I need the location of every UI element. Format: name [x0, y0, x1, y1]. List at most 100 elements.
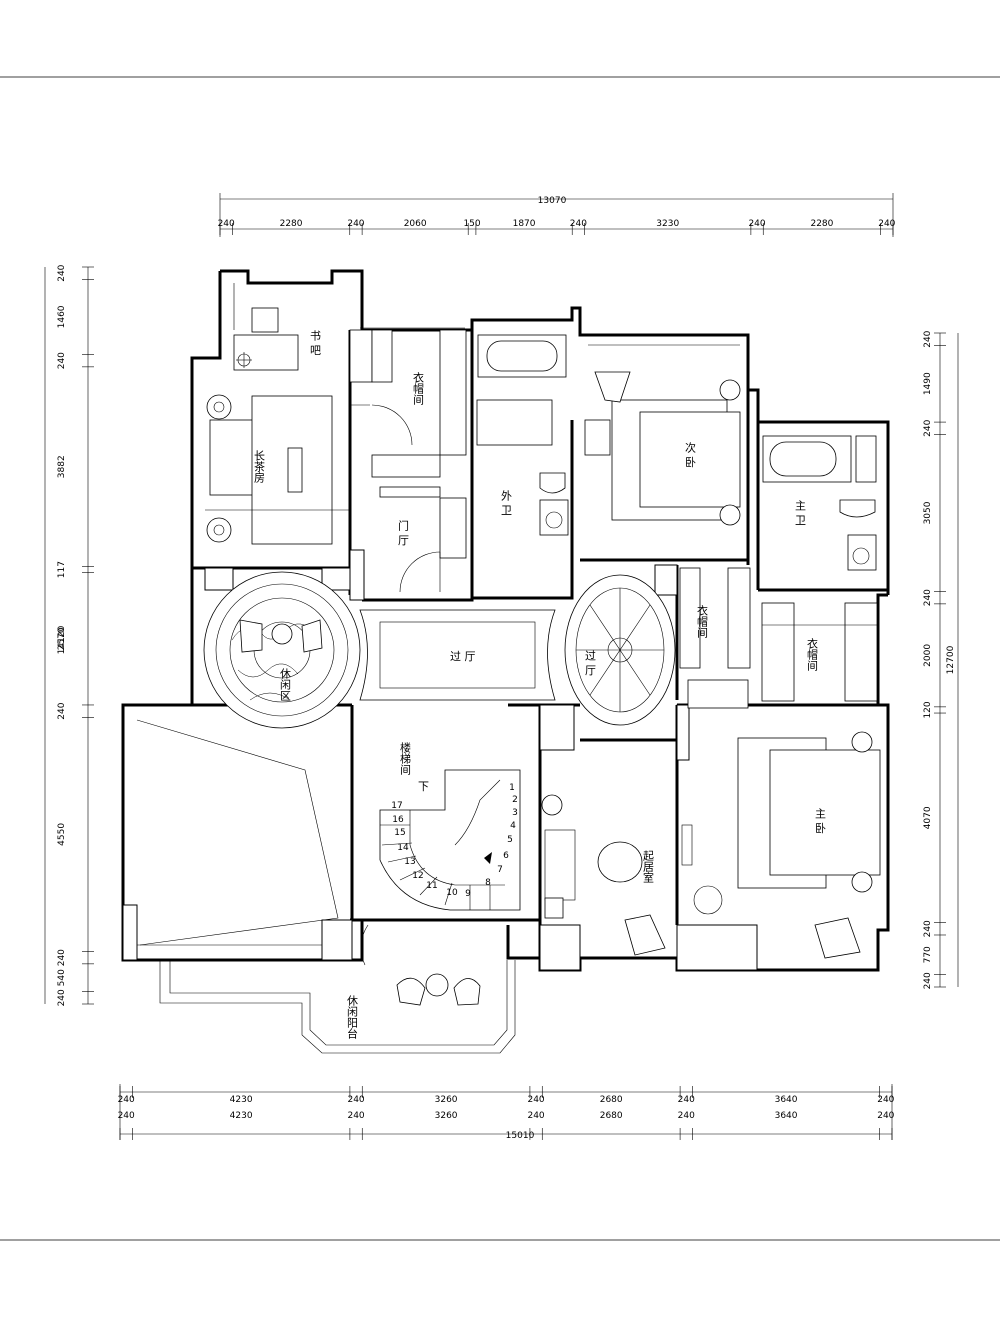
bottom-lower-dimension-8: 240: [877, 1111, 894, 1121]
stair-down-label: 下: [418, 780, 429, 793]
left-dimension-8: 240: [57, 949, 67, 966]
top-dimension-6: 240: [570, 219, 587, 229]
master-bedroom-label: 主 卧: [814, 808, 827, 834]
top-dimension-3: 2060: [404, 219, 427, 229]
closet-1: 衣帽间: [349, 327, 467, 559]
foyer-label: 门 厅: [397, 519, 410, 546]
bottom-lower-dimension-7: 3640: [775, 1111, 798, 1121]
stair-step-number: 10: [446, 888, 458, 898]
stair-step-number: 3: [512, 808, 518, 818]
right-dimension-1: 1490: [923, 372, 933, 395]
guest-bath-room: 外 卫: [476, 334, 569, 536]
bottom-dimension-3: 3260: [435, 1095, 458, 1105]
stair-step-number: 4: [510, 821, 516, 831]
right-dimension-4: 240: [923, 589, 933, 606]
bottom-lower-dimension-1: 4230: [230, 1111, 253, 1121]
second-bedroom: 次 卧: [584, 344, 741, 526]
master-bath-label: 主 卫: [794, 500, 807, 526]
second-bedroom-label: 次 卧: [684, 441, 697, 468]
right-dimension-0: 240: [923, 330, 933, 347]
top-dimension-2: 240: [347, 219, 364, 229]
bottom-lower-dimension-6: 240: [678, 1111, 695, 1121]
lounge-area: 休闲区: [203, 571, 361, 729]
top-total-dimension: 13070: [538, 196, 567, 206]
left-dimension-5: 2570: [57, 627, 67, 650]
left-dimension-9: 540: [57, 969, 67, 986]
left-dimension-7: 4550: [57, 823, 67, 846]
top-dimension-8: 240: [748, 219, 765, 229]
top-dimension-4: 150: [463, 219, 480, 229]
wall-columns: [122, 549, 758, 971]
bottom-dimension-2: 240: [347, 1095, 364, 1105]
bottom-dimension-0: 240: [118, 1095, 135, 1105]
bottom-dimension-6: 240: [678, 1095, 695, 1105]
stair-step-number: 1: [509, 783, 515, 793]
guest-bath-label: 外 卫: [500, 490, 513, 516]
closet-1-label: 衣帽间: [412, 371, 425, 406]
right-dimension-3: 3050: [923, 501, 933, 524]
top-dimension-1: 2280: [280, 219, 303, 229]
top-dimension-chain: 13070 240 2280 240 2060 150 1870 240 3230 240 228…: [218, 193, 896, 237]
closet-2-label: 衣帽间: [696, 604, 709, 639]
right-dimension-5: 2000: [923, 644, 933, 667]
living-room-label: 起居室: [642, 850, 655, 883]
bottom-lower-dimension-3: 3260: [435, 1111, 458, 1121]
top-dimension-7: 3230: [656, 219, 679, 229]
stair-step-number: 16: [392, 815, 404, 825]
bottom-lower-dimension-0: 240: [118, 1111, 135, 1121]
left-dimension-3: 3882: [57, 455, 67, 478]
right-dimension-6: 120: [923, 701, 933, 718]
bottom-lower-dimension-2: 240: [347, 1111, 364, 1121]
stair-step-number: 17: [391, 801, 402, 811]
top-dimension-10: 240: [878, 219, 895, 229]
bottom-dimension-5: 2680: [600, 1095, 623, 1105]
stair-step-number: 11: [426, 881, 437, 891]
lounge-area-label: 休闲区: [279, 668, 292, 701]
left-dimension-6: 240: [57, 702, 67, 719]
left-dimension-1: 1460: [57, 305, 67, 328]
bottom-lower-dimension-4: 240: [527, 1111, 544, 1121]
stair-step-number: 6: [503, 851, 509, 861]
stair-step-number: 2: [512, 795, 518, 805]
stair-step-number: 9: [465, 889, 471, 899]
staircase-label: 楼梯间: [399, 741, 412, 776]
left-dimension-0: 240: [57, 264, 67, 281]
balcony-label: 休闲阳台: [346, 995, 359, 1039]
main-hall-label: 过 厅: [450, 650, 476, 663]
bottom-dimension-8: 240: [877, 1095, 894, 1105]
right-total-dimension: 12700: [946, 645, 956, 674]
bottom-dimension-chain: 15010 240 4230 240 3260 240 2680 240 3640 240 240…: [118, 1084, 895, 1141]
right-dimension-9: 770: [923, 946, 933, 963]
top-dimension-0: 240: [218, 219, 235, 229]
stair-step-number: 14: [397, 843, 409, 853]
stair-step-number: 12: [412, 871, 423, 881]
right-dimension-7: 4070: [923, 806, 933, 829]
top-dimension-5: 1870: [513, 219, 536, 229]
tea-room: 长茶房: [205, 394, 350, 545]
right-dimension-2: 240: [923, 419, 933, 436]
round-hall: 过 厅: [564, 574, 676, 726]
left-dimension-4: 117: [57, 561, 67, 578]
stair-step-number: 15: [394, 828, 405, 838]
study-bar-label: 书 吧: [309, 330, 322, 356]
stair-step-number: 7: [497, 865, 503, 875]
top-dimension-9: 2280: [810, 219, 833, 229]
master-bath-room: 主 卫: [762, 435, 877, 571]
closet-2: 衣帽间: [679, 567, 751, 709]
foyer-room: 门 厅: [379, 486, 441, 593]
right-dimension-10: 240: [923, 972, 933, 989]
bottom-dimension-1: 4230: [230, 1095, 253, 1105]
stair-step-number: 8: [485, 878, 491, 888]
closet-3: 衣帽间: [761, 602, 878, 702]
master-bedroom: 主 卧: [693, 731, 881, 959]
left-dimension-chain: 14120 2401460240388211725702404550240540…: [44, 264, 94, 1006]
bottom-dimension-4: 240: [527, 1095, 544, 1105]
left-dimension-2: 240: [57, 352, 67, 369]
round-hall-label: 过 厅: [584, 650, 597, 676]
bottom-total-dimension: 15010: [506, 1131, 535, 1141]
left-dimension-10: 240: [57, 989, 67, 1006]
right-dimension-8: 240: [923, 920, 933, 937]
